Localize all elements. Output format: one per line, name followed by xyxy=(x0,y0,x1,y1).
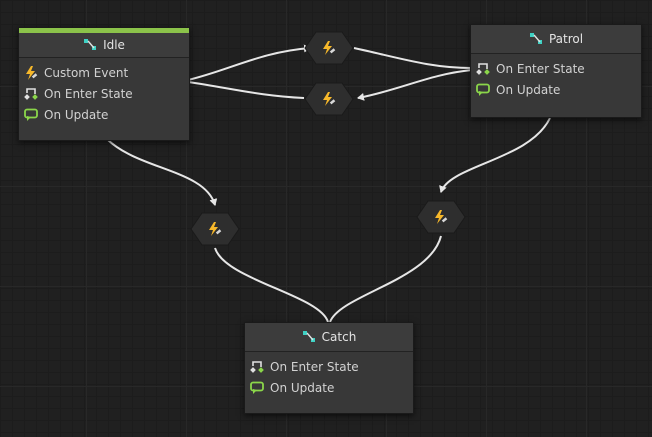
event-row-on-enter-state[interactable]: On Enter State xyxy=(19,83,189,104)
event-label: On Update xyxy=(496,82,561,97)
event-row-on-enter-state[interactable]: On Enter State xyxy=(471,58,641,79)
state-node-patrol[interactable]: Patrol On Enter State On Update xyxy=(470,24,642,118)
transition-patrol-to-idle[interactable] xyxy=(304,82,354,116)
event-label: Custom Event xyxy=(44,65,129,80)
transition-icon xyxy=(323,92,336,106)
state-title: Idle xyxy=(103,38,125,52)
state-graph-icon xyxy=(302,331,315,342)
state-graph-icon xyxy=(529,33,542,44)
on-enter-state-icon xyxy=(476,62,490,75)
custom-event-icon xyxy=(26,65,38,80)
event-label: On Enter State xyxy=(270,359,359,374)
event-row-on-update[interactable]: On Update xyxy=(471,79,641,100)
wire-idle-to-t1 xyxy=(187,44,311,81)
state-title: Catch xyxy=(321,330,357,344)
transition-icon xyxy=(209,222,222,236)
transition-idle-to-catch[interactable] xyxy=(190,212,240,246)
state-title: Patrol xyxy=(548,32,584,46)
event-label: On Update xyxy=(270,380,335,395)
state-node-header[interactable]: Catch xyxy=(245,323,413,352)
wire-patrol-to-t2 xyxy=(357,69,473,101)
state-graph-icon xyxy=(84,39,97,50)
transition-icon xyxy=(323,41,336,55)
on-update-icon xyxy=(250,381,264,394)
on-update-icon xyxy=(476,83,490,96)
state-node-header[interactable]: Idle xyxy=(19,28,189,58)
event-label: On Update xyxy=(44,107,109,122)
on-enter-state-icon xyxy=(24,87,38,100)
transition-patrol-to-catch[interactable] xyxy=(416,200,466,234)
event-label: On Enter State xyxy=(44,86,133,101)
state-node-idle[interactable]: Idle Custom Event On Enter State xyxy=(18,27,190,141)
event-label: On Enter State xyxy=(496,61,585,76)
transition-idle-to-patrol[interactable] xyxy=(304,31,354,65)
event-row-on-update[interactable]: On Update xyxy=(245,377,413,398)
transition-icon xyxy=(435,210,448,224)
event-row-custom-event[interactable]: Custom Event xyxy=(19,62,189,83)
wire-t1-to-patrol xyxy=(353,47,473,69)
on-update-icon xyxy=(24,108,38,121)
wire-patrol-to-t4 xyxy=(439,117,551,193)
event-row-on-update[interactable]: On Update xyxy=(19,104,189,125)
state-node-catch[interactable]: Catch On Enter State On Update xyxy=(244,322,414,414)
wire-idle-to-t3 xyxy=(107,139,218,206)
wire-t3-to-catch xyxy=(214,247,329,323)
event-row-on-enter-state[interactable]: On Enter State xyxy=(245,356,413,377)
state-node-header[interactable]: Patrol xyxy=(471,25,641,54)
on-enter-state-icon xyxy=(250,360,264,373)
wire-t4-to-catch xyxy=(329,235,442,323)
wire-t2-to-idle xyxy=(187,81,305,99)
